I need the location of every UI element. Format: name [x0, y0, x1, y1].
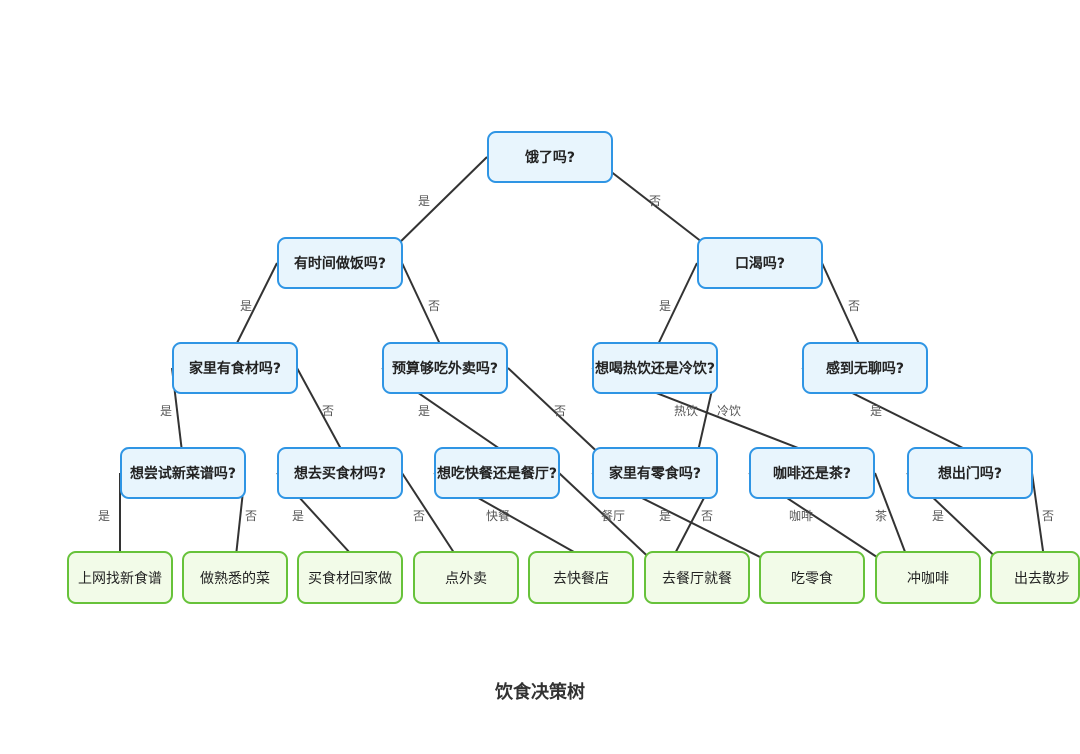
node-bored[interactable]: 感到无聊吗?: [802, 342, 928, 394]
edge-budget-fastfood-label: 是: [418, 404, 430, 418]
node-time-to-cook[interactable]: 有时间做饭吗?: [277, 237, 403, 289]
edge-budget-snacks-label: 否: [554, 404, 566, 418]
node-buy-ingredients[interactable]: 想去买食材吗?: [277, 447, 403, 499]
edge-coffeetea-tea-label: 茶: [875, 508, 887, 523]
edge-fastfood-fastfoodleaf-label: 快餐: [486, 508, 510, 523]
node-fastfood-or-restaurant[interactable]: 想吃快餐还是餐厅?: [434, 447, 560, 499]
edge-thirsty-bored: [821, 262, 866, 358]
leaf-cook-familiar-dish[interactable]: 做熟悉的菜: [182, 551, 288, 604]
node-try-new-recipe[interactable]: 想尝试新菜谱吗?: [120, 447, 246, 499]
edge-coffeetea-coffee-label: 咖啡: [789, 508, 813, 523]
edge-trynew-findrecipe-label: 是: [98, 509, 110, 523]
edge-hotcold-coffeetea-label: 热饮: [674, 404, 698, 418]
edge-time-ingredients: [229, 262, 278, 358]
leaf-buy-ingredients-cook[interactable]: 买食材回家做: [297, 551, 403, 604]
leaf-go-for-walk[interactable]: 出去散步: [990, 551, 1080, 604]
node-snacks-at-home[interactable]: 家里有零食吗?: [592, 447, 718, 499]
edge-snacks-snackleaf-label: 是: [659, 509, 671, 523]
leaf-go-restaurant[interactable]: 去餐厅就餐: [644, 551, 750, 604]
edge-time-ingredients-label: 是: [240, 299, 252, 313]
edge-hungry-thirsty-label: 否: [649, 194, 661, 208]
edge-buy-delivery: [401, 472, 463, 566]
node-hungry[interactable]: 饿了吗?: [487, 131, 613, 183]
leaf-order-delivery[interactable]: 点外卖: [413, 551, 519, 604]
edge-coffeetea-tea: [874, 472, 912, 566]
edge-hungry-time-label: 是: [418, 194, 430, 208]
node-go-out[interactable]: 想出门吗?: [907, 447, 1033, 499]
leaf-make-coffee[interactable]: 冲咖啡: [875, 551, 981, 604]
node-coffee-or-tea[interactable]: 咖啡还是茶?: [749, 447, 875, 499]
edge-thirsty-hotcold-label: 是: [659, 299, 671, 313]
leaf-find-new-recipe[interactable]: 上网找新食谱: [67, 551, 173, 604]
edge-buy-buycook-label: 是: [292, 509, 304, 523]
edge-ingredients-trynew-label: 是: [160, 404, 172, 418]
node-thirsty[interactable]: 口渴吗?: [697, 237, 823, 289]
edge-fastfood-restaurantleaf-label: 餐厅: [601, 508, 625, 523]
edge-hotcold-snacks-label: 冷饮: [717, 404, 741, 418]
edge-ingredients-buy: [296, 367, 348, 461]
node-budget-delivery[interactable]: 预算够吃外卖吗?: [382, 342, 508, 394]
edge-snacks-restaurantleaf-label: 否: [701, 509, 713, 523]
edge-fastfood-restaurantleaf: [558, 472, 658, 566]
edge-ingredients-buy-label: 否: [322, 404, 334, 418]
edge-goout-walk-label: 否: [1042, 509, 1054, 523]
edge-time-budget: [401, 262, 447, 358]
edge-buy-delivery-label: 否: [413, 509, 425, 523]
node-hot-or-cold[interactable]: 想喝热饮还是冷饮?: [592, 342, 718, 394]
edge-time-budget-label: 否: [428, 299, 440, 313]
edge-budget-snacks: [507, 367, 607, 461]
edge-thirsty-bored-label: 否: [848, 299, 860, 313]
edge-goout-coffee-label: 是: [932, 509, 944, 523]
leaf-go-fastfood[interactable]: 去快餐店: [528, 551, 634, 604]
diagram-title: 饮食决策树: [495, 682, 585, 703]
edge-goout-walk: [1031, 472, 1049, 566]
leaf-eat-snack[interactable]: 吃零食: [759, 551, 865, 604]
node-ingredients-at-home[interactable]: 家里有食材吗?: [172, 342, 298, 394]
edge-thirsty-hotcold: [651, 262, 698, 358]
edge-trynew-familiar-label: 否: [245, 509, 257, 523]
edge-bored-goout-label: 是: [870, 404, 882, 418]
edge-hungry-time: [392, 156, 488, 250]
